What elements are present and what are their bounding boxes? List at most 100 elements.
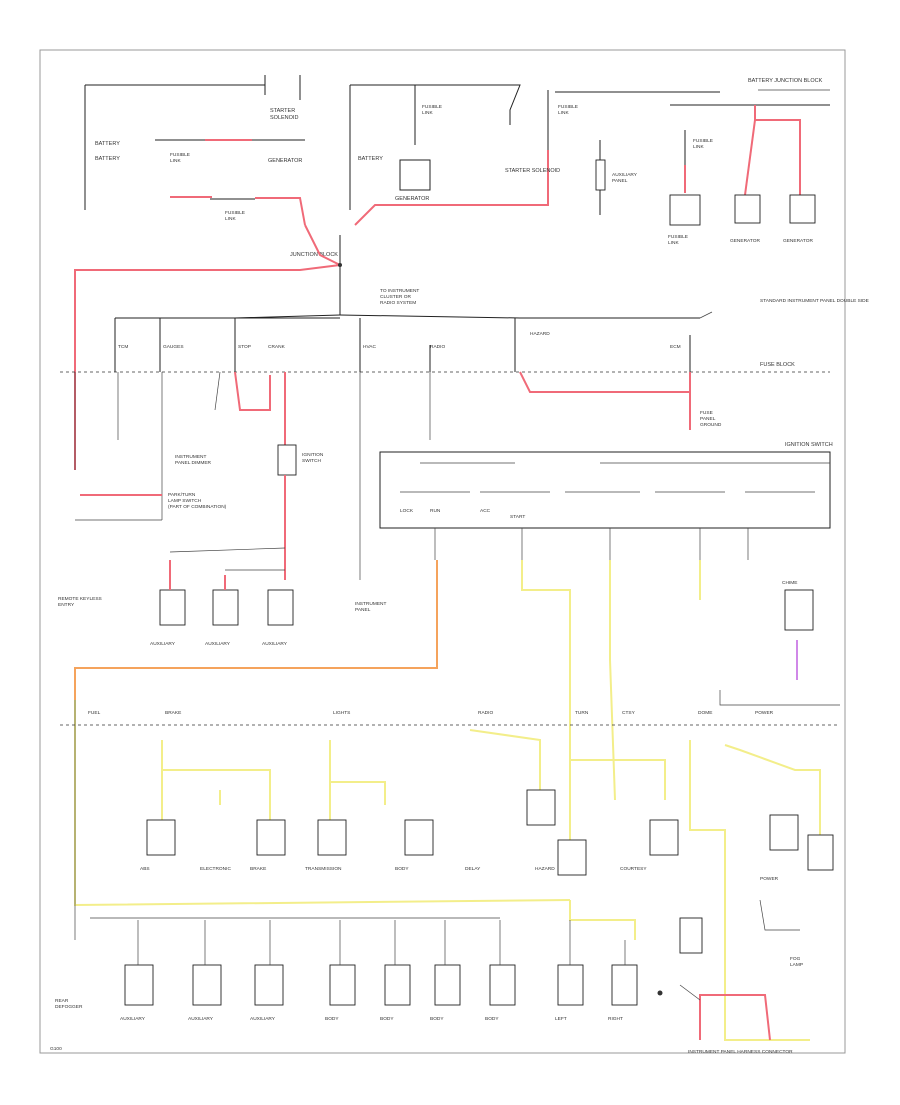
generator-right-a-label: GENERATOR bbox=[730, 238, 760, 244]
svg-text:GROUND: GROUND bbox=[700, 422, 722, 428]
junction-node: JUNCTION BLOCK TO INSTRUMENT CLUSTER OR … bbox=[74, 224, 869, 470]
svg-text:DELAY: DELAY bbox=[465, 866, 481, 872]
svg-text:BODY: BODY bbox=[325, 1016, 339, 1022]
svg-text:ACC: ACC bbox=[480, 508, 491, 514]
starter-solenoid-mid-label: STARTER SOLENOID bbox=[505, 168, 560, 174]
svg-text:FUSIBLE: FUSIBLE bbox=[558, 104, 578, 110]
svg-text:TRANSMISSION: TRANSMISSION bbox=[305, 866, 342, 872]
svg-text:HVAC: HVAC bbox=[363, 344, 377, 350]
svg-text:AUXILIARY: AUXILIARY bbox=[120, 1016, 146, 1022]
svg-text:LOCK: LOCK bbox=[400, 508, 414, 514]
svg-text:LINK: LINK bbox=[668, 240, 679, 246]
relay-row-upper: AUXILIARY AUXILIARY AUXILIARY INSTRUMENT… bbox=[58, 547, 387, 647]
svg-text:POWER: POWER bbox=[755, 710, 774, 716]
svg-text:PANEL DIMMER: PANEL DIMMER bbox=[175, 460, 212, 466]
svg-text:FUSIBLE: FUSIBLE bbox=[225, 210, 245, 216]
svg-text:DOME: DOME bbox=[698, 710, 712, 716]
svg-text:RUN: RUN bbox=[430, 508, 441, 514]
svg-text:GAUGES: GAUGES bbox=[163, 344, 184, 350]
junction-label: JUNCTION BLOCK bbox=[290, 252, 338, 258]
top-right-title: BATTERY JUNCTION BLOCK bbox=[748, 78, 823, 84]
top-battery-section: STARTER SOLENOID GENERATOR FUSIBLE LINK … bbox=[84, 75, 830, 246]
svg-text:FUSIBLE: FUSIBLE bbox=[668, 234, 688, 240]
svg-text:INSTRUMENT: INSTRUMENT bbox=[175, 454, 207, 460]
fuse-block: FUSE BLOCK TCM GAUGES STOP CRANK HVAC RA… bbox=[60, 317, 830, 580]
svg-text:TCM: TCM bbox=[118, 344, 128, 350]
svg-text:PANEL: PANEL bbox=[612, 178, 628, 184]
svg-text:RADIO: RADIO bbox=[478, 710, 493, 716]
svg-text:LAMP: LAMP bbox=[790, 962, 803, 968]
svg-text:AUXILIARY: AUXILIARY bbox=[612, 172, 638, 178]
right-block-label: STANDARD INSTRUMENT PANEL DOUBLE SIDE bbox=[760, 298, 869, 304]
svg-text:LEFT: LEFT bbox=[555, 1016, 567, 1022]
svg-text:BRAKE: BRAKE bbox=[165, 710, 181, 716]
svg-text:LINK: LINK bbox=[558, 110, 569, 116]
diagram-border bbox=[39, 49, 846, 1054]
svg-text:LINK: LINK bbox=[693, 144, 704, 150]
bottom-right-harness: FOG LAMP INSTRUMENT PANEL HARNESS CONNEC… bbox=[50, 899, 803, 1055]
lower-fuse-bus: FUEL BRAKE LIGHTS RADIO TURN CTSY DOME P… bbox=[60, 690, 840, 905]
svg-text:AUXILIARY: AUXILIARY bbox=[188, 1016, 214, 1022]
svg-text:FOG: FOG bbox=[790, 956, 801, 962]
svg-text:HAZARD: HAZARD bbox=[530, 331, 550, 337]
ignition-switch-block: IGNITION SWITCH LOCK RUN ACC START bbox=[379, 442, 833, 560]
svg-text:FUSIBLE: FUSIBLE bbox=[693, 138, 713, 144]
svg-text:ELECTRONIC: ELECTRONIC bbox=[200, 866, 231, 872]
svg-text:ECM: ECM bbox=[670, 344, 681, 350]
svg-text:BRAKE: BRAKE bbox=[250, 866, 266, 872]
svg-text:ABS: ABS bbox=[140, 866, 150, 872]
svg-text:IGNITION: IGNITION bbox=[302, 452, 324, 458]
svg-text:CTSY: CTSY bbox=[622, 710, 636, 716]
svg-text:HAZARD: HAZARD bbox=[535, 866, 555, 872]
generator-mid-label: GENERATOR bbox=[395, 196, 429, 202]
svg-text:BODY: BODY bbox=[430, 1016, 444, 1022]
svg-text:DEFOGGER: DEFOGGER bbox=[55, 1004, 83, 1010]
svg-text:AUXILIARY: AUXILIARY bbox=[262, 641, 288, 647]
svg-text:FUSE: FUSE bbox=[700, 410, 713, 416]
svg-text:LIGHTS: LIGHTS bbox=[333, 710, 350, 716]
svg-text:GENERATOR: GENERATOR bbox=[268, 158, 302, 164]
svg-text:SWITCH: SWITCH bbox=[302, 458, 321, 464]
battery-mid-label: BATTERY bbox=[358, 156, 383, 162]
svg-text:LINK: LINK bbox=[422, 110, 433, 116]
svg-text:START: START bbox=[510, 514, 525, 520]
svg-text:POWER: POWER bbox=[760, 876, 779, 882]
svg-text:REMOTE KEYLESS: REMOTE KEYLESS bbox=[58, 596, 102, 602]
svg-text:BODY: BODY bbox=[395, 866, 409, 872]
ignition-switch-label: IGNITION SWITCH bbox=[785, 442, 833, 448]
svg-text:FUSIBLE: FUSIBLE bbox=[422, 104, 442, 110]
svg-text:CRANK: CRANK bbox=[268, 344, 286, 350]
svg-text:STARTER: STARTER bbox=[270, 108, 295, 114]
svg-text:FUEL: FUEL bbox=[88, 710, 101, 716]
battery-left-label: BATTERY bbox=[95, 141, 120, 147]
svg-text:SOLENOID: SOLENOID bbox=[270, 115, 298, 121]
svg-text:ENTRY: ENTRY bbox=[58, 602, 75, 608]
relay-row-bottom: AUXILIARY AUXILIARY AUXILIARY BODY BODY … bbox=[55, 905, 638, 1022]
svg-text:AUXILIARY: AUXILIARY bbox=[150, 641, 176, 647]
svg-text:FUSIBLE: FUSIBLE bbox=[170, 152, 190, 158]
svg-text:PARK/TURN: PARK/TURN bbox=[168, 492, 196, 498]
generator-right-b-label: GENERATOR bbox=[783, 238, 813, 244]
svg-text:BODY: BODY bbox=[380, 1016, 394, 1022]
relay-row-middle: ABS ELECTRONIC BRAKE TRANSMISSION BODY D… bbox=[140, 789, 834, 954]
orange-feed-wire bbox=[74, 560, 438, 700]
svg-text:LAMP SWITCH: LAMP SWITCH bbox=[168, 498, 202, 504]
svg-text:CHIME: CHIME bbox=[782, 580, 797, 586]
svg-text:LINK: LINK bbox=[225, 216, 236, 222]
svg-text:RIGHT: RIGHT bbox=[608, 1016, 623, 1022]
svg-text:TO INSTRUMENT: TO INSTRUMENT bbox=[380, 288, 419, 294]
svg-text:BODY: BODY bbox=[485, 1016, 499, 1022]
bottom-left-ground-label: G100 bbox=[50, 1046, 62, 1052]
bottom-connector-label: INSTRUMENT PANEL HARNESS CONNECTOR bbox=[688, 1049, 793, 1055]
svg-text:PANEL: PANEL bbox=[355, 607, 371, 613]
svg-text:(PART OF COMBINATION): (PART OF COMBINATION) bbox=[168, 504, 227, 510]
svg-text:COURTESY: COURTESY bbox=[620, 866, 647, 872]
svg-text:PANEL: PANEL bbox=[700, 416, 716, 422]
svg-text:BATTERY: BATTERY bbox=[95, 156, 120, 162]
svg-text:TURN: TURN bbox=[575, 710, 589, 716]
svg-text:LINK: LINK bbox=[170, 158, 181, 164]
svg-text:CLUSTER OR: CLUSTER OR bbox=[380, 294, 411, 300]
svg-text:RADIO SYSTEM: RADIO SYSTEM bbox=[380, 300, 416, 306]
